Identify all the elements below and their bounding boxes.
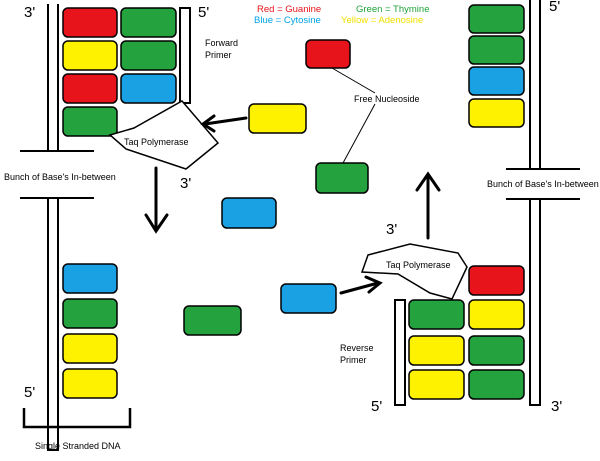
right-top-5-prime: 5': [549, 0, 560, 15]
free-base-yellow: [248, 103, 307, 134]
free-nucleoside-pointers: [331, 67, 376, 164]
base-primer-1: [120, 7, 177, 38]
legend-blue: Blue = Cytosine: [254, 15, 321, 26]
base-right-4: [468, 98, 525, 128]
base-right-7: [468, 335, 525, 366]
legend-yellow: Yellow = Adenosine: [341, 15, 423, 26]
arrow-up: [415, 171, 441, 240]
base-left-8: [62, 368, 118, 399]
single-stranded-bracket: [22, 408, 132, 429]
right-bottom-3-prime: 3': [551, 398, 562, 415]
base-primer-r2: [408, 335, 465, 366]
forward-primer-label-2: Primer: [205, 50, 232, 60]
base-left-1: [62, 7, 118, 38]
base-left-4: [62, 106, 118, 137]
base-right-1: [468, 4, 525, 34]
base-left-2: [62, 40, 118, 71]
base-primer-r3: [408, 369, 465, 400]
right-primer-strand: [394, 299, 406, 406]
base-primer-2: [120, 40, 177, 71]
forward-primer-label-1: Forward: [205, 38, 238, 48]
left-bottom-bases: [62, 263, 118, 399]
base-right-6: [468, 299, 525, 330]
arrow-to-left-taq: [200, 114, 248, 133]
left-primer-strand: [179, 7, 191, 104]
left-backbone: [47, 4, 59, 451]
free-base-red: [305, 39, 351, 69]
arrow-to-right-taq: [339, 275, 383, 295]
color-key: Red = Guanine Green = Thymine Blue = Cyt…: [254, 4, 430, 26]
taq-polymerase-left: Taq Polymerase: [108, 100, 220, 170]
free-base-green-2: [183, 305, 242, 336]
base-right-2: [468, 35, 525, 65]
right-bunch-label: Bunch of Base's In-between: [487, 179, 599, 189]
base-primer-3: [120, 73, 177, 104]
free-nucleosides: [183, 39, 369, 336]
right-primer-3-prime: 3': [386, 221, 397, 238]
reverse-primer-label-1: Reverse: [340, 343, 374, 353]
base-left-5: [62, 263, 118, 294]
free-base-blue-1: [221, 197, 277, 229]
base-primer-r1: [408, 299, 465, 330]
forward-primer-backbone: [179, 7, 191, 104]
reverse-primer-label-2: Primer: [340, 355, 367, 365]
right-strand-gap: [506, 168, 580, 200]
single-stranded-label: Single Stranded DNA: [35, 441, 121, 451]
taq-polymerase-right: Taq Polymerase: [360, 243, 468, 300]
right-bottom-5-prime: 5': [371, 398, 382, 415]
right-gap-mask: [522, 170, 548, 198]
taq-left-label: Taq Polymerase: [124, 137, 189, 147]
left-strand-gap: [20, 150, 94, 199]
base-right-8: [468, 369, 525, 400]
left-template-strand: [47, 4, 59, 451]
right-template-strand: [529, 0, 541, 406]
free-nucleoside-label: Free Nucleoside: [354, 94, 420, 104]
legend-green: Green = Thymine: [356, 4, 430, 15]
left-bunch-label: Bunch of Base's In-between: [4, 172, 116, 182]
base-left-7: [62, 333, 118, 364]
left-bottom-5-prime: 5': [24, 384, 35, 401]
right-bottom-bases: [408, 265, 525, 400]
left-top-5-prime: 5': [198, 4, 209, 21]
legend-red: Red = Guanine: [257, 4, 321, 15]
taq-right-label: Taq Polymerase: [386, 260, 451, 270]
left-top-bases: [62, 7, 177, 137]
center-3-prime: 3': [180, 175, 191, 192]
base-right-3: [468, 66, 525, 96]
right-top-bases: [468, 4, 525, 128]
free-base-green-1: [315, 162, 369, 194]
reverse-primer-backbone: [394, 299, 406, 406]
base-right-5: [468, 265, 525, 296]
left-gap-mask: [40, 152, 66, 198]
right-backbone: [529, 0, 541, 406]
free-base-blue-2: [280, 283, 337, 314]
left-top-3-prime: 3': [24, 4, 35, 21]
base-left-6: [62, 298, 118, 329]
base-left-3: [62, 73, 118, 104]
arrow-down: [144, 166, 169, 234]
